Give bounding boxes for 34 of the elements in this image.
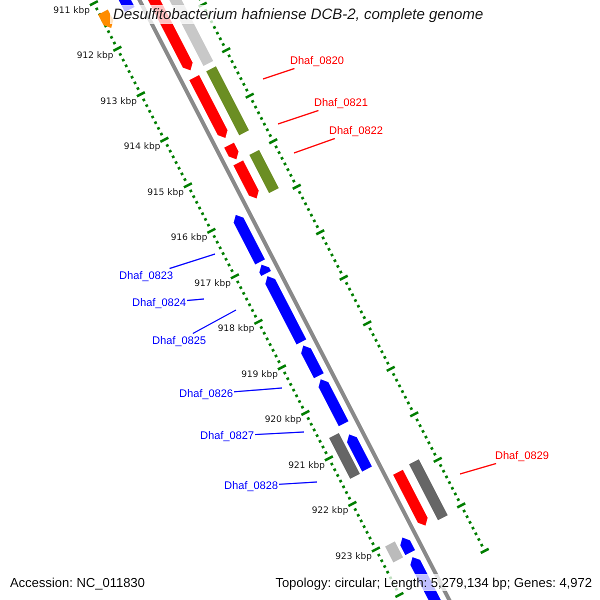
gene-label: Dhaf_0826 bbox=[179, 388, 233, 400]
leader-line bbox=[294, 138, 335, 154]
leader-line bbox=[254, 431, 304, 436]
gene-label: Dhaf_0821 bbox=[314, 96, 368, 110]
scale-label: 914 kbp bbox=[124, 142, 160, 152]
scale-label: 919 kbp bbox=[241, 370, 278, 380]
gene-label: Dhaf_0824 bbox=[132, 296, 186, 310]
leader-line bbox=[192, 309, 236, 334]
scale-label: 917 kbp bbox=[194, 278, 231, 289]
scale-label: 915 kbp bbox=[147, 188, 184, 198]
scale-label: 923 kbp bbox=[335, 552, 372, 562]
gene-label: Dhaf_0822 bbox=[329, 124, 383, 138]
leader-line bbox=[234, 387, 282, 392]
leader-line bbox=[169, 253, 216, 270]
leader-line bbox=[278, 481, 318, 485]
gene-label: Dhaf_0820 bbox=[290, 54, 344, 68]
gene-label: Dhaf_0828 bbox=[224, 480, 278, 492]
scale-label: 918 kbp bbox=[218, 324, 254, 334]
leader-line bbox=[186, 298, 204, 302]
gene-label: Dhaf_0829 bbox=[495, 450, 549, 462]
scale-label: 911 kbp bbox=[53, 6, 90, 16]
genome-stats-text: Topology: circular; Length: 5,279,134 bp; Genes: 4,972 bbox=[273, 574, 594, 591]
scale-label: 921 kbp bbox=[288, 460, 325, 471]
gene-label: Dhaf_0825 bbox=[152, 334, 206, 348]
scale-label: 913 kbp bbox=[100, 96, 137, 107]
leader-line bbox=[278, 110, 319, 125]
scale-label: 912 kbp bbox=[76, 51, 114, 62]
gene-label: Dhaf_0827 bbox=[200, 430, 254, 442]
leader-line bbox=[262, 68, 295, 80]
scale-label: 922 kbp bbox=[312, 506, 348, 516]
leader-line bbox=[460, 462, 496, 475]
gene-label: Dhaf_0823 bbox=[119, 270, 173, 282]
scale-label: 920 kbp bbox=[264, 415, 302, 426]
scale-label: 916 kbp bbox=[170, 233, 208, 244]
